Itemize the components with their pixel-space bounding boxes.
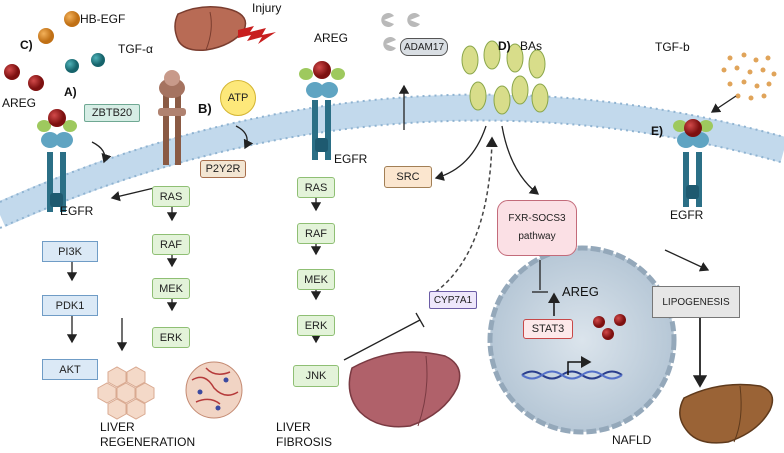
transcription-arrow bbox=[567, 356, 592, 375]
cyp7a1-box: CYP7A1 bbox=[429, 291, 477, 309]
egfr-label-a: EGFR bbox=[60, 204, 94, 218]
inhibition-lines bbox=[343, 260, 548, 361]
areg-ligand bbox=[614, 314, 626, 326]
ras-box-mid: RAS bbox=[297, 177, 335, 198]
hepatocytes-icon bbox=[97, 366, 155, 420]
erk-box-mid: ERK bbox=[297, 315, 335, 336]
panel-a-label: A) bbox=[64, 85, 77, 99]
fibrotic-liver-icon bbox=[348, 351, 461, 428]
liver-tissue-icon bbox=[185, 361, 243, 419]
liver-regeneration-label: LIVER REGENERATION bbox=[100, 420, 196, 449]
areg-label-mid: AREG bbox=[314, 31, 349, 45]
egfr-label-e: EGFR bbox=[670, 208, 704, 222]
hb-egf-ligand bbox=[64, 11, 80, 27]
areg-label-nucleus: AREG bbox=[562, 284, 599, 299]
egfr-receptor-mid bbox=[299, 61, 345, 160]
tgf-alpha-label: TGF-α bbox=[118, 42, 153, 56]
erk-box-b: ERK bbox=[152, 327, 190, 348]
akt-box: AKT bbox=[42, 359, 98, 380]
areg-ligand bbox=[602, 328, 614, 340]
nucleus bbox=[487, 245, 677, 435]
src-box: SRC bbox=[384, 166, 432, 188]
tgf-b-label: TGF-b bbox=[655, 40, 690, 54]
zbtb20-box: ZBTB20 bbox=[84, 104, 140, 122]
raf-box-b: RAF bbox=[152, 234, 190, 255]
egfr-receptor-a bbox=[37, 109, 77, 212]
panel-d-label: D) bbox=[498, 39, 511, 53]
ras-box-b: RAS bbox=[152, 186, 190, 207]
pdk1-box: PDK1 bbox=[42, 295, 98, 316]
jnk-box: JNK bbox=[293, 365, 339, 387]
p2y2r-receptor bbox=[158, 70, 186, 165]
bile-acids-icon bbox=[461, 40, 549, 115]
mek-box-b: MEK bbox=[152, 278, 190, 299]
areg-ligand bbox=[28, 75, 44, 91]
tgf-alpha-ligand bbox=[91, 53, 105, 67]
egfr-label-mid: EGFR bbox=[334, 152, 368, 166]
areg-ligand bbox=[593, 316, 605, 328]
cell-membrane bbox=[0, 93, 784, 229]
tgf-alpha-ligand bbox=[65, 59, 79, 73]
lipogenesis-box: LIPOGENESIS bbox=[652, 286, 740, 318]
pi3k-box: PI3K bbox=[42, 241, 98, 262]
panel-b-label: B) bbox=[198, 101, 212, 116]
areg-label-a: AREG bbox=[2, 96, 37, 110]
panel-c-label: C) bbox=[20, 38, 33, 52]
mek-box-mid: MEK bbox=[297, 269, 335, 290]
panel-e-label: E) bbox=[651, 124, 663, 138]
fatty-liver-icon bbox=[679, 383, 774, 444]
atp-circle: ATP bbox=[220, 80, 256, 116]
bas-label: BAs bbox=[520, 39, 543, 53]
cyp7a1-dashed-arrow bbox=[429, 136, 498, 297]
liver-fibrosis-label: LIVER FIBROSIS bbox=[276, 420, 333, 449]
areg-ligand bbox=[4, 64, 20, 80]
p2y2r-box: P2Y2R bbox=[200, 160, 246, 178]
injury-bolt-icon bbox=[238, 26, 276, 44]
hb-egf-ligand bbox=[38, 28, 54, 44]
raf-box-mid: RAF bbox=[297, 223, 335, 244]
tgf-b-particles bbox=[721, 52, 777, 101]
fxr-socs3-pathway-box: FXR-SOCS3 pathway bbox=[497, 200, 577, 256]
signal-arrows bbox=[66, 84, 737, 388]
stat3-box: STAT3 bbox=[523, 319, 573, 339]
injury-label: Injury bbox=[252, 1, 282, 15]
adam17-enzyme-icon bbox=[381, 12, 420, 51]
hb-egf-label: HB-EGF bbox=[80, 12, 126, 26]
egfr-receptor-e bbox=[673, 119, 713, 207]
adam17-box: ADAM17 bbox=[400, 38, 448, 56]
dna-strand bbox=[521, 370, 623, 380]
injured-liver-icon bbox=[174, 6, 247, 52]
nafld-label: NAFLD bbox=[612, 433, 652, 447]
